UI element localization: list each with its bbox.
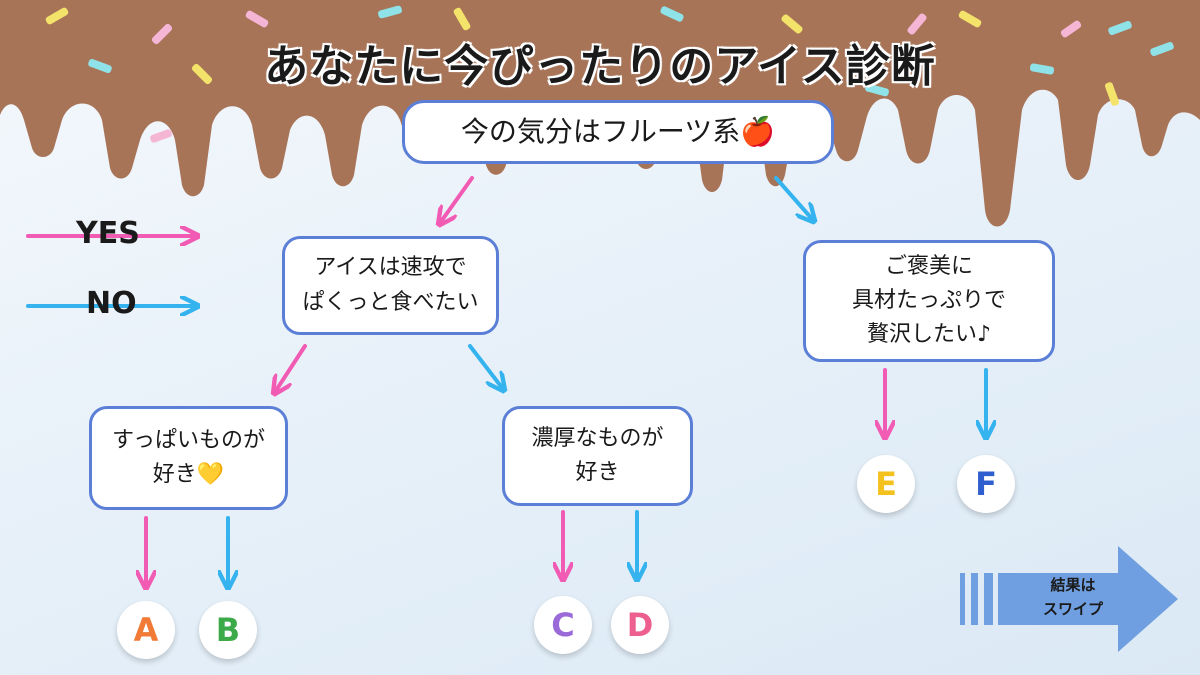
swipe-arrow[interactable]	[960, 546, 1178, 652]
question-quick-eat: アイスは速攻で ぱくっと食べたい	[282, 236, 499, 335]
result-a: A	[117, 601, 175, 659]
question-sour: すっぱいものが 好き💛	[89, 406, 288, 510]
result-d: D	[611, 596, 669, 654]
arrow-speed-no	[468, 344, 503, 389]
result-b: B	[199, 601, 257, 659]
question-fruit: 今の気分はフルーツ系🍎	[402, 100, 834, 164]
arrow-speed-yes	[275, 344, 307, 392]
arrow-root-yes	[440, 176, 474, 223]
question-toppings: ご褒美に 具材たっぷりで 贅沢したい♪	[803, 240, 1055, 362]
sprinkles	[45, 5, 1174, 143]
result-c: C	[534, 596, 592, 654]
page-title: あなたに今ぴったりのアイス診断	[264, 41, 936, 92]
swipe-label[interactable]: 結果は スワイプ	[1042, 576, 1103, 618]
question-rich: 濃厚なものが 好き	[502, 406, 693, 506]
result-e: E	[857, 455, 915, 513]
result-f: F	[957, 455, 1015, 513]
arrow-root-no	[774, 176, 813, 220]
legend-yes-label: YES	[76, 216, 140, 251]
legend-no-label: NO	[86, 286, 137, 321]
